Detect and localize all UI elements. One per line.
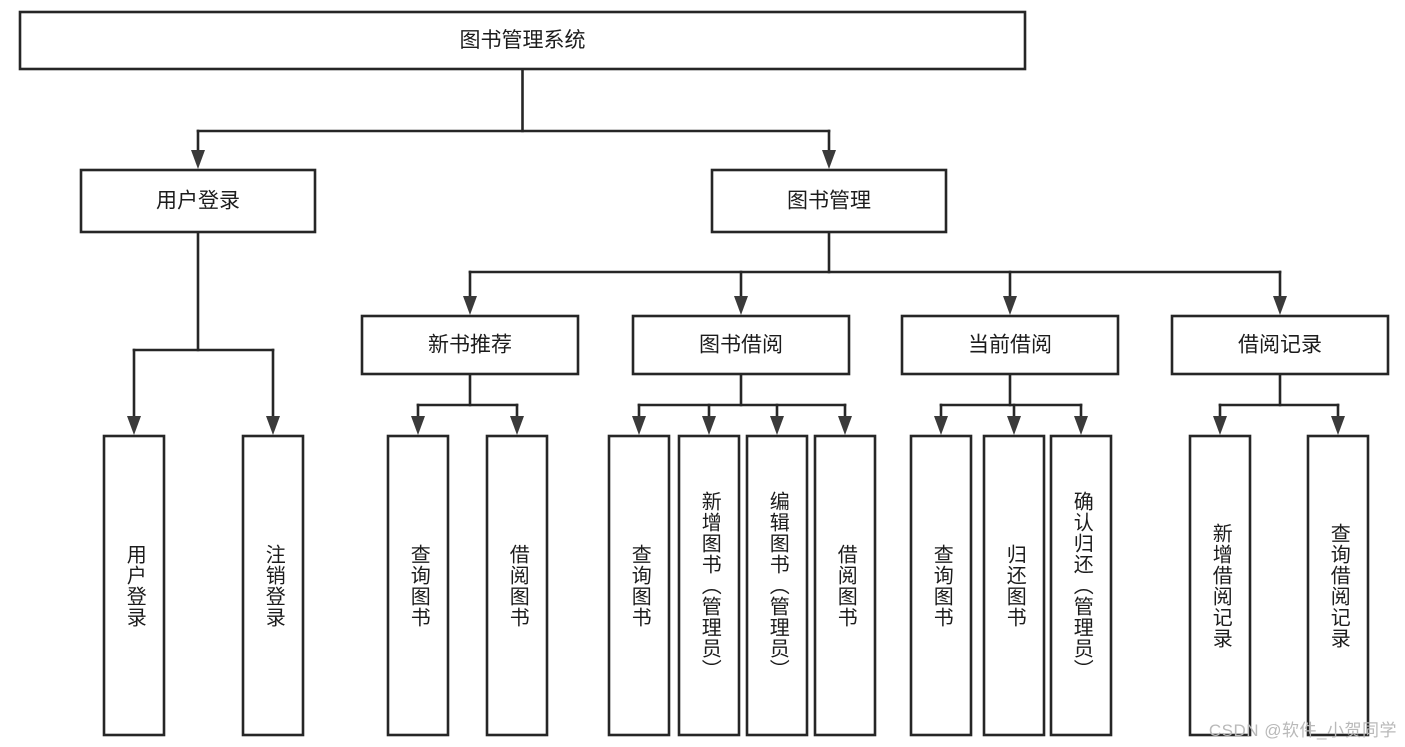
arrow-head-icon bbox=[1007, 416, 1021, 435]
arrow-head-icon bbox=[1213, 416, 1227, 435]
node-label-root: 图书管理系统 bbox=[460, 29, 586, 52]
arrow-head-icon bbox=[734, 296, 748, 315]
node-label-current-borrow: 当前借阅 bbox=[968, 334, 1052, 357]
node-box-leaf-query-book-2[interactable] bbox=[607, 434, 671, 737]
node-boxes bbox=[18, 10, 1390, 737]
arrow-head-icon bbox=[822, 150, 836, 169]
node-box-borrow-record[interactable] bbox=[1170, 314, 1390, 376]
arrow-head-icon bbox=[127, 416, 141, 435]
node-box-leaf-borrow-book-2[interactable] bbox=[813, 434, 877, 737]
arrow-head-icon bbox=[632, 416, 646, 435]
node-box-leaf-add-book[interactable] bbox=[677, 434, 741, 737]
node-box-leaf-query-record[interactable] bbox=[1306, 434, 1370, 737]
arrow-head-icon bbox=[702, 416, 716, 435]
node-box-book-borrow[interactable] bbox=[631, 314, 851, 376]
node-box-user-login[interactable] bbox=[79, 168, 317, 234]
arrow-head-icon bbox=[1074, 416, 1088, 435]
node-label-borrow-record: 借阅记录 bbox=[1238, 334, 1322, 357]
node-box-leaf-return-book[interactable] bbox=[982, 434, 1046, 737]
node-box-leaf-user-login[interactable] bbox=[102, 434, 166, 737]
node-box-book-manage[interactable] bbox=[710, 168, 948, 234]
node-label-book-manage: 图书管理 bbox=[787, 190, 871, 213]
arrow-head-icon bbox=[191, 150, 205, 169]
arrow-head-icon bbox=[411, 416, 425, 435]
node-box-root[interactable] bbox=[18, 10, 1027, 71]
node-box-leaf-edit-book[interactable] bbox=[745, 434, 809, 737]
node-box-leaf-query-book-1[interactable] bbox=[386, 434, 450, 737]
watermark-text: CSDN @软件_小贺同学 bbox=[1208, 721, 1397, 740]
node-label-new-book-rec: 新书推荐 bbox=[428, 334, 512, 357]
node-box-leaf-logout[interactable] bbox=[241, 434, 305, 737]
node-box-leaf-confirm-return[interactable] bbox=[1049, 434, 1113, 737]
arrow-head-icon bbox=[934, 416, 948, 435]
node-label-book-borrow: 图书借阅 bbox=[699, 334, 783, 357]
arrow-head-icon bbox=[510, 416, 524, 435]
arrow-head-icon bbox=[1003, 296, 1017, 315]
arrow-head-icon bbox=[1331, 416, 1345, 435]
node-box-new-book-rec[interactable] bbox=[360, 314, 580, 376]
arrow-head-icon bbox=[838, 416, 852, 435]
node-box-leaf-borrow-book-1[interactable] bbox=[485, 434, 549, 737]
node-label-user-login: 用户登录 bbox=[156, 190, 240, 213]
arrow-head-icon bbox=[770, 416, 784, 435]
arrow-head-icon bbox=[463, 296, 477, 315]
node-box-leaf-query-book-3[interactable] bbox=[909, 434, 973, 737]
arrow-head-icon bbox=[1273, 296, 1287, 315]
arrow-head-icon bbox=[266, 416, 280, 435]
node-box-current-borrow[interactable] bbox=[900, 314, 1120, 376]
connector-lines bbox=[127, 67, 1345, 435]
node-box-leaf-add-record[interactable] bbox=[1188, 434, 1252, 737]
